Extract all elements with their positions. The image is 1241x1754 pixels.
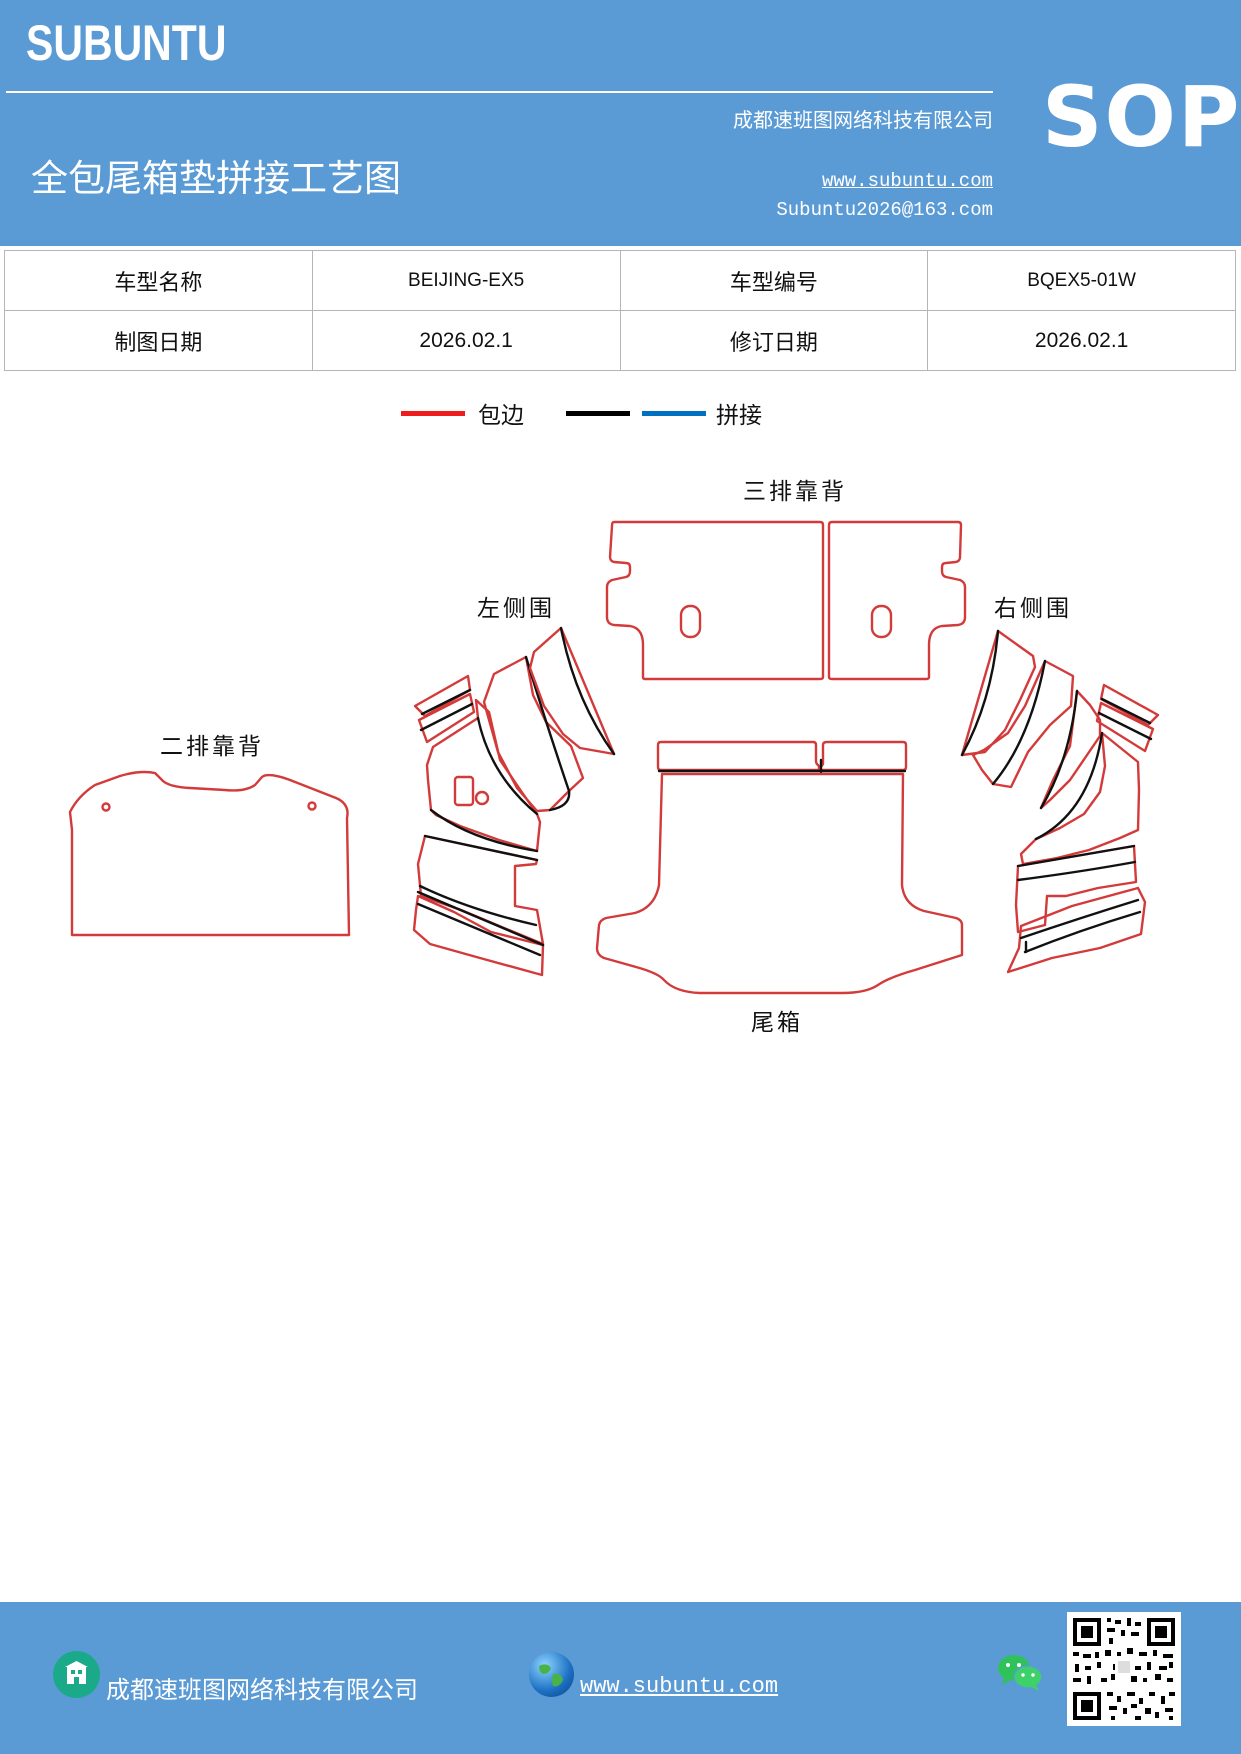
header-website-link[interactable]: www.subuntu.com <box>821 170 993 192</box>
header-banner <box>0 0 1241 246</box>
sop-badge: SOP <box>1042 68 1241 166</box>
third-row-back-left-panel <box>605 520 825 681</box>
model-code-value: BQEX5-01W <box>927 250 1236 311</box>
brand-logo: SUBUNTU <box>26 15 227 71</box>
document-title: 全包尾箱垫拼接工艺图 <box>31 157 401 200</box>
vehicle-info-table: 车型名称 BEIJING-EX5 车型编号 BQEX5-01W 制图日期 202… <box>4 250 1236 371</box>
second-row-back-panel <box>68 770 351 937</box>
label-second-row-back: 二排靠背 <box>160 734 264 760</box>
model-name-label: 车型名称 <box>4 250 313 311</box>
legend-label-seam: 拼接 <box>716 403 762 429</box>
revision-date-label: 修订日期 <box>619 310 929 371</box>
legend-swatch-seam-blue <box>642 411 706 416</box>
wechat-icon[interactable] <box>996 1652 1044 1694</box>
table-row: 车型名称 BEIJING-EX5 车型编号 BQEX5-01W <box>4 250 1236 311</box>
draw-date-label: 制图日期 <box>4 310 313 371</box>
right-side-panels <box>960 629 1160 974</box>
legend-swatch-seam-black <box>566 411 630 416</box>
trunk-main-panel <box>595 772 964 995</box>
globe-icon <box>529 1652 574 1697</box>
trunk-top-strips <box>656 740 908 774</box>
footer-company-name: 成都速班图网络科技有限公司 <box>106 1676 418 1704</box>
footer-website-link[interactable]: www.subuntu.com <box>580 1674 779 1699</box>
draw-date-value: 2026.02.1 <box>311 310 621 371</box>
model-code-label: 车型编号 <box>619 250 929 311</box>
left-side-panels <box>412 626 616 977</box>
table-row: 制图日期 2026.02.1 修订日期 2026.02.1 <box>4 310 1236 371</box>
third-row-back-right-panel <box>827 520 967 681</box>
header-email[interactable]: Subuntu2026@163.com <box>776 199 993 221</box>
label-trunk: 尾箱 <box>751 1010 803 1036</box>
header-divider <box>6 91 993 93</box>
label-left-side: 左侧围 <box>477 596 555 622</box>
label-third-row-back: 三排靠背 <box>743 479 847 505</box>
label-right-side: 右侧围 <box>994 596 1072 622</box>
model-name-value: BEIJING-EX5 <box>311 250 621 311</box>
header-company-name: 成都速班图网络科技有限公司 <box>733 108 993 132</box>
qr-code[interactable] <box>1067 1612 1181 1726</box>
legend-label-binding: 包边 <box>478 403 524 429</box>
building-icon <box>53 1651 100 1698</box>
legend-swatch-binding <box>401 411 465 416</box>
revision-date-value: 2026.02.1 <box>927 310 1236 371</box>
